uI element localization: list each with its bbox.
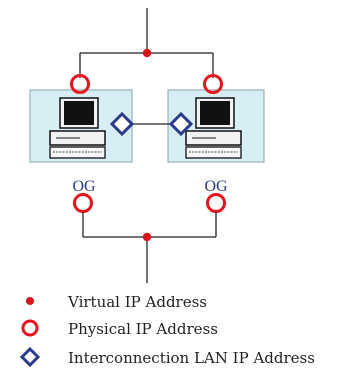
legend-item-interconnect-ip: Interconnection LAN IP Address — [0, 346, 338, 372]
og-label-right: OG — [204, 178, 228, 195]
physical-ip-ring-top-left — [70, 74, 90, 94]
cluster-diagram: OG OG — [29, 8, 265, 283]
virtual-ip-dot-bottom — [142, 232, 152, 242]
physical-ip-ring-bottom-left — [73, 193, 93, 213]
og-label-left: OG — [72, 178, 96, 195]
legend-item-physical-ip: Physical IP Address — [0, 317, 338, 343]
interconnect-diamond-icon — [19, 346, 41, 368]
interconnect-diamond-left — [109, 111, 135, 137]
physical-ip-ring-icon — [21, 319, 39, 337]
computer-icon-right — [185, 97, 242, 159]
legend-label-interconnect-ip: Interconnection LAN IP Address — [68, 349, 315, 367]
interconnect-diamond-right — [168, 111, 194, 137]
virtual-ip-dot-icon — [26, 297, 34, 305]
physical-ip-ring-top-right — [203, 74, 223, 94]
legend-label-physical-ip: Physical IP Address — [68, 320, 218, 338]
virtual-ip-dot-top — [142, 48, 152, 58]
computer-icon-left — [49, 97, 106, 159]
legend-label-virtual-ip: Virtual IP Address — [68, 293, 207, 311]
physical-ip-ring-bottom-right — [206, 193, 226, 213]
legend-item-virtual-ip: Virtual IP Address — [0, 290, 338, 316]
